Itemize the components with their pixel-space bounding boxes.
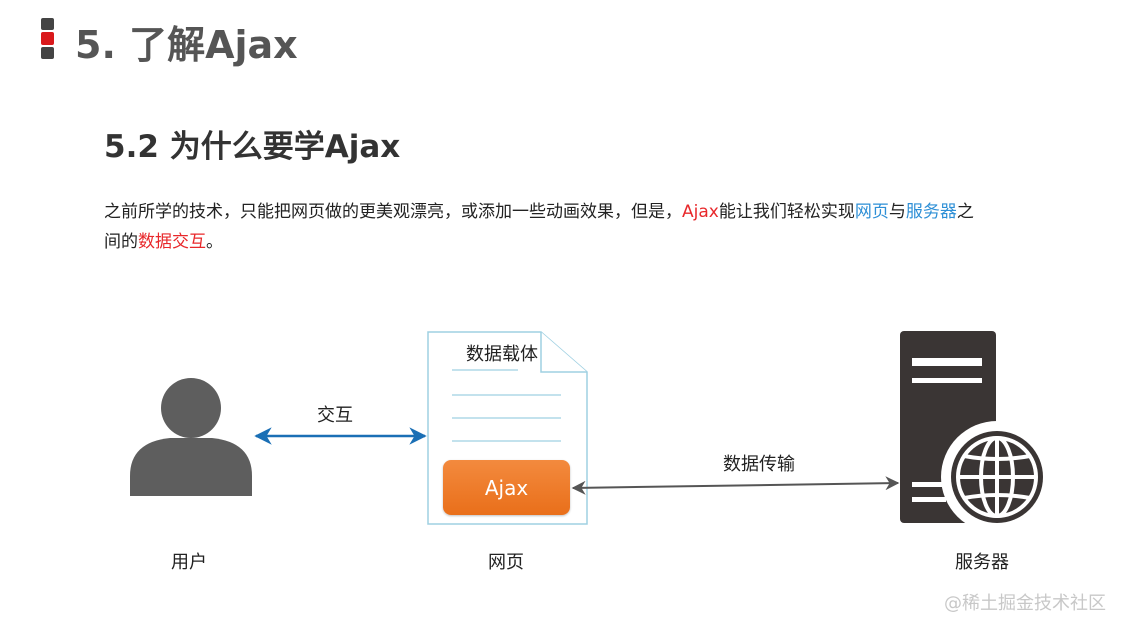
highlight-webpage: 网页: [854, 202, 889, 222]
ajax-label: Ajax: [484, 475, 529, 500]
paragraph-text: 之: [956, 202, 974, 222]
title-marker-block-top: [41, 18, 54, 30]
section-title: 5.2 为什么要学Ajax: [104, 129, 401, 165]
paragraph-text: 之前所学的技术，只能把网页做的更美观漂亮，或添加一些动画效果，但是，: [104, 202, 682, 222]
paragraph-line-2: 间的数据交互。: [104, 227, 1094, 257]
paragraph-text: 。: [206, 232, 223, 252]
section-paragraph: 之前所学的技术，只能把网页做的更美观漂亮，或添加一些动画效果，但是，Ajax能让…: [104, 197, 1094, 257]
user-icon: [130, 378, 252, 496]
page-title: 5. 了解Ajax: [75, 23, 298, 67]
interaction-label: 交互: [317, 405, 353, 426]
paragraph-text: 间的: [104, 232, 138, 252]
server-label: 服务器: [955, 552, 1009, 573]
globe-icon: [941, 421, 1053, 533]
data-carrier-label: 数据载体: [466, 344, 538, 365]
transfer-arrow: [571, 476, 900, 495]
highlight-server: 服务器: [905, 202, 957, 222]
webpage-label: 网页: [488, 552, 524, 573]
paragraph-line-1: 之前所学的技术，只能把网页做的更美观漂亮，或添加一些动画效果，但是，Ajax能让…: [104, 197, 1094, 227]
paragraph-text: 与: [888, 202, 906, 222]
title-marker-block-bottom: [41, 47, 54, 59]
watermark: @稀土掘金技术社区: [944, 593, 1106, 614]
transfer-label: 数据传输: [723, 454, 795, 475]
title-marker-block-middle: [41, 32, 54, 45]
highlight-ajax: Ajax: [682, 202, 719, 222]
highlight-data-exchange: 数据交互: [138, 232, 206, 252]
paragraph-text: 能让我们轻松实现: [718, 202, 855, 222]
user-label: 用户: [171, 552, 207, 573]
ajax-box: Ajax: [443, 460, 570, 515]
